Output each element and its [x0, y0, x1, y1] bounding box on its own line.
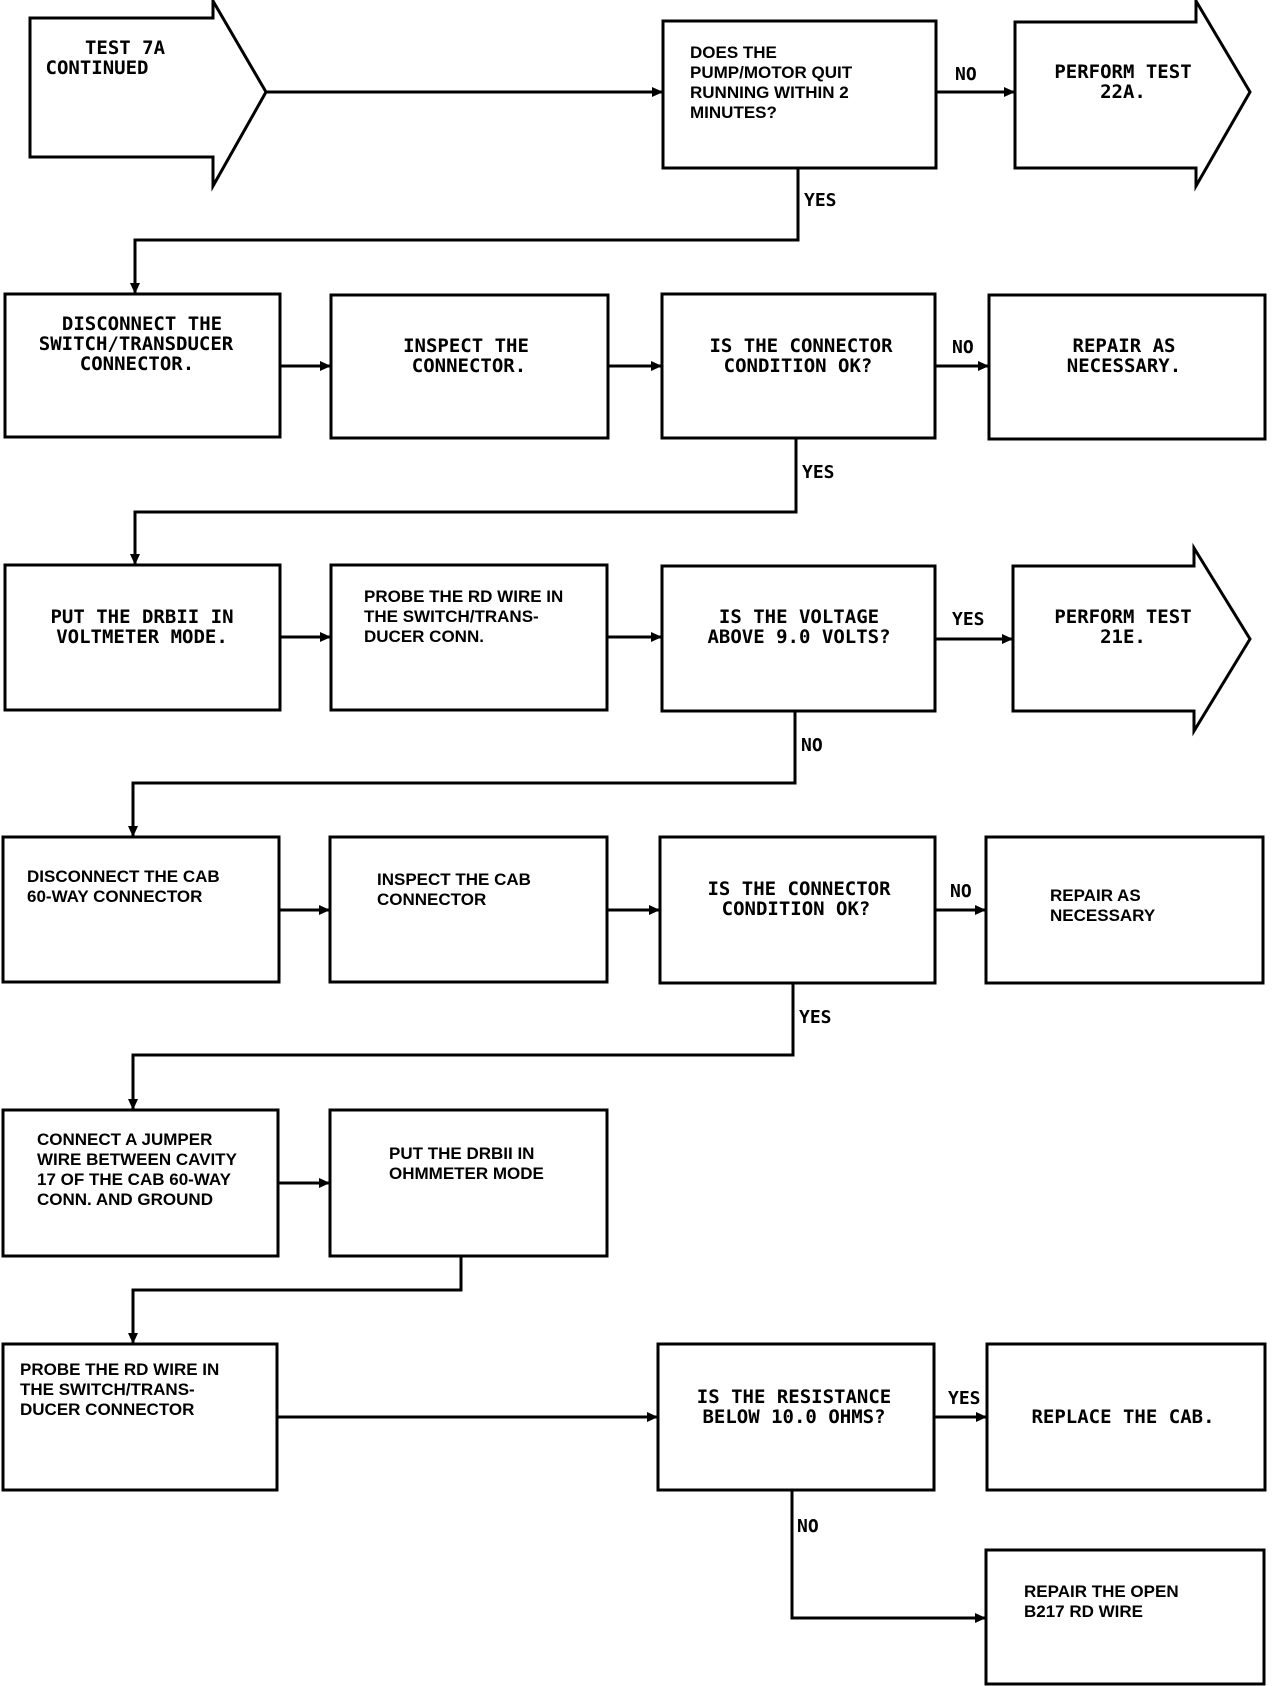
connector-q-resistance-no: [790, 1490, 986, 1620]
label-no-voltage: NO: [801, 735, 823, 756]
label-no-pump: NO: [955, 64, 977, 85]
label-yes-voltage: YES: [952, 609, 985, 630]
arrowhead: [1004, 87, 1015, 97]
arrowhead: [651, 361, 662, 371]
box-replace-cab: REPLACE THE CAB.: [985, 1342, 1267, 1492]
arrowhead: [319, 1178, 330, 1188]
label-no-resistance: NO: [797, 1516, 819, 1537]
label-yes-pump: YES: [804, 190, 837, 211]
svg-text:REPLACE THE CAB.: REPLACE THE CAB.: [1031, 1406, 1214, 1428]
label-yes-resistance: YES: [948, 1388, 981, 1409]
arrowhead: [649, 905, 660, 915]
connector-q-connector-2-yes: [131, 983, 795, 1110]
arrowhead: [130, 554, 140, 565]
arrowhead: [975, 905, 986, 915]
arrowhead: [978, 361, 989, 371]
label-no-connector-1: NO: [952, 337, 974, 358]
connector-ohmmeter-to-probe: [131, 1256, 463, 1344]
arrowhead: [647, 1412, 658, 1422]
arrowhead: [651, 632, 662, 642]
connector-q-voltage-no: [131, 711, 797, 837]
arrowhead: [1002, 634, 1013, 644]
arrowhead: [320, 361, 331, 371]
label-yes-connector-2: YES: [799, 1007, 832, 1028]
arrowhead: [319, 905, 330, 915]
arrowhead: [975, 1613, 986, 1623]
arrowhead: [128, 1099, 138, 1110]
arrowhead: [128, 1333, 138, 1344]
connector-q-connector-1-yes: [133, 438, 798, 565]
label-no-connector-2: NO: [950, 881, 972, 902]
arrowhead: [320, 632, 331, 642]
connector-q-pump-yes: [133, 168, 800, 294]
label-yes-connector-1: YES: [802, 462, 835, 483]
arrowhead: [128, 826, 138, 837]
arrowhead: [130, 283, 140, 294]
arrowhead: [652, 87, 663, 97]
arrowhead: [976, 1412, 987, 1422]
